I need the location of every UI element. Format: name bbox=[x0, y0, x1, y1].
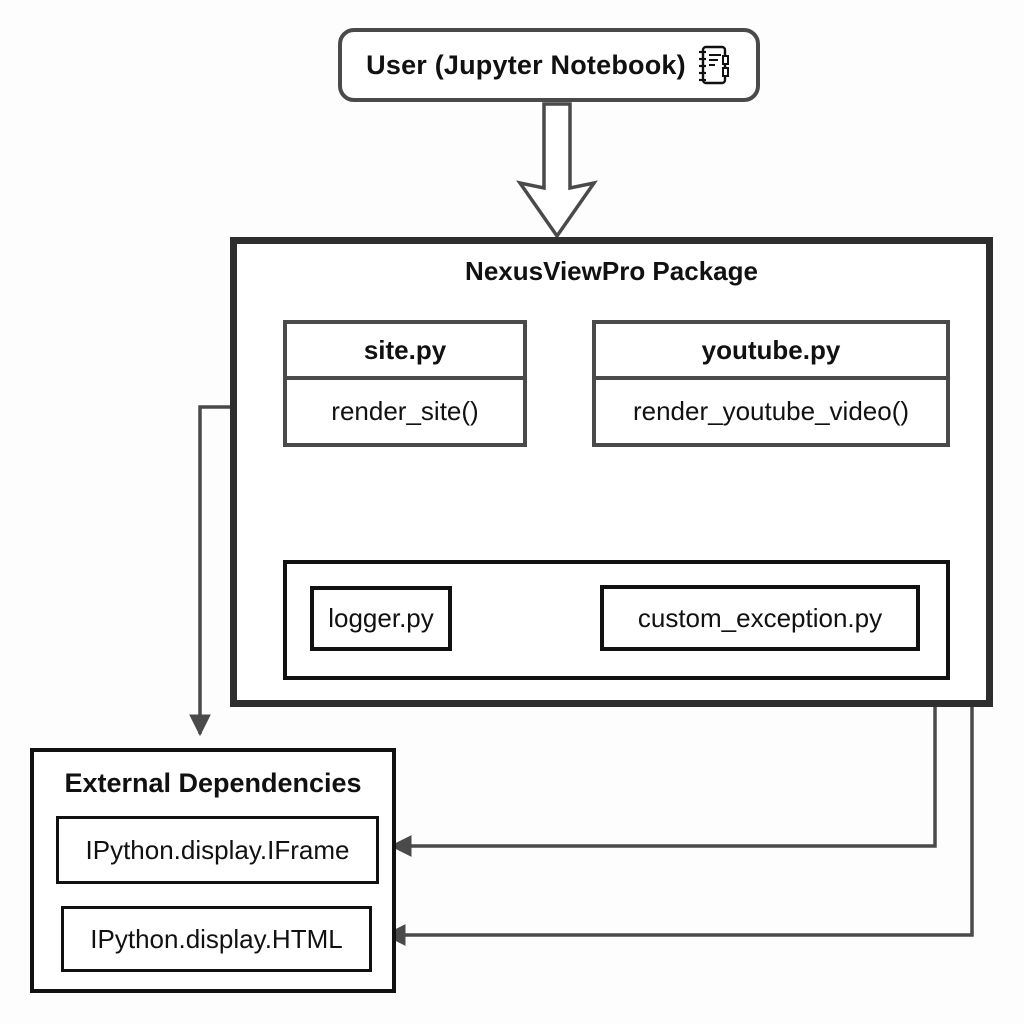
logger-node: logger.py bbox=[310, 586, 452, 651]
external-dependencies-node: External Dependencies IPython.display.IF… bbox=[30, 748, 396, 993]
custom-exception-node: custom_exception.py bbox=[600, 585, 920, 651]
site-module-node: site.py render_site() bbox=[283, 320, 527, 447]
external-dependencies-title: External Dependencies bbox=[64, 768, 362, 798]
youtube-module-function: render_youtube_video() bbox=[632, 396, 910, 426]
ipython-html-node: IPython.display.HTML bbox=[61, 906, 372, 972]
youtube-module-node: youtube.py render_youtube_video() bbox=[592, 320, 950, 447]
user-node: User (Jupyter Notebook) bbox=[338, 28, 760, 102]
site-module-header: site.py bbox=[287, 324, 523, 380]
site-module-function: render_site() bbox=[331, 396, 479, 426]
package-title: NexusViewPro Package bbox=[465, 256, 758, 286]
youtube-module-header: youtube.py bbox=[596, 324, 946, 380]
user-node-label: User (Jupyter Notebook) bbox=[366, 49, 686, 80]
ipython-iframe-node: IPython.display.IFrame bbox=[56, 816, 379, 884]
user-to-package-arrow bbox=[516, 102, 598, 240]
notebook-icon bbox=[698, 45, 729, 85]
